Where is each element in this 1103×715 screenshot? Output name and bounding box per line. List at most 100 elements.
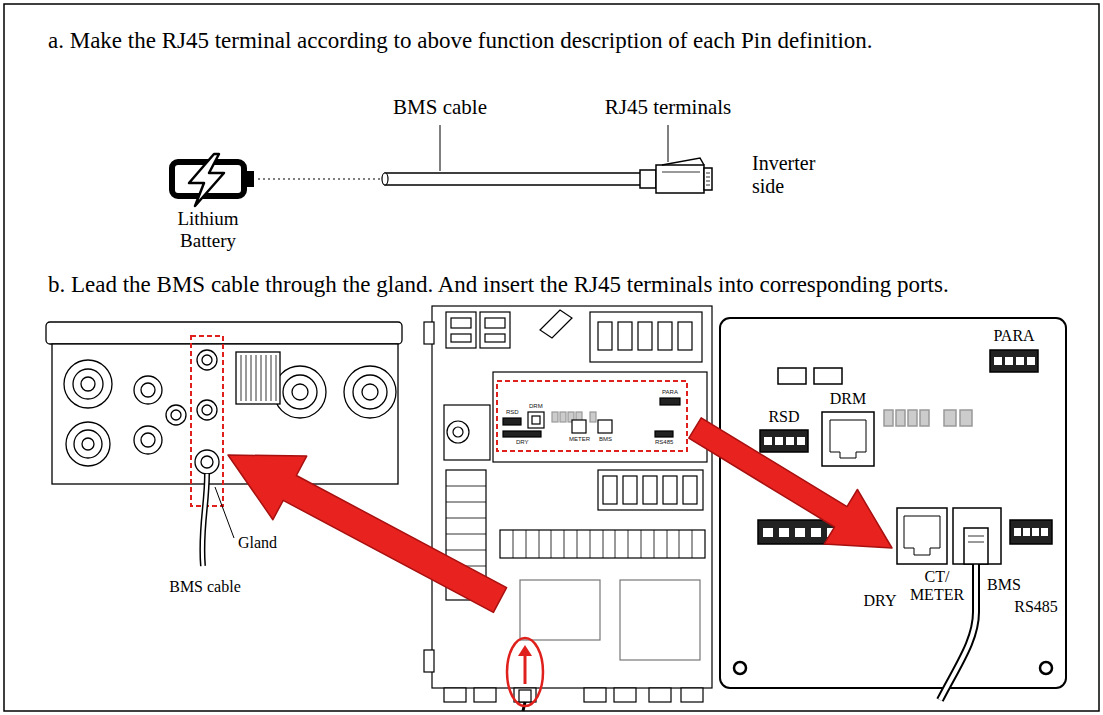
inverter-open-view <box>620 580 700 660</box>
board-panel <box>1010 520 1052 544</box>
board-panel <box>897 508 947 564</box>
port-label: DRM <box>528 403 544 410</box>
board-panel <box>884 410 893 426</box>
dotted-link <box>258 178 385 180</box>
inverter-open-view <box>590 312 702 362</box>
inverter-bottom-view <box>201 456 213 468</box>
board-panel <box>763 528 773 537</box>
board-panel <box>1040 662 1052 674</box>
inverter-bottom-view <box>236 352 280 404</box>
board-panel <box>764 437 772 445</box>
inverter-open-view <box>532 416 540 424</box>
pointer-arrow <box>689 418 892 548</box>
board-panel <box>1027 357 1035 365</box>
inverter-open-view <box>603 476 617 504</box>
bms-cable <box>968 536 984 537</box>
inverter-open-view <box>584 688 606 702</box>
inverter-open-view <box>520 580 600 640</box>
inverter-open-view <box>598 470 703 510</box>
inverter-bottom-view <box>241 355 276 401</box>
page-frame <box>4 4 1099 711</box>
inverter-open-view <box>660 398 680 405</box>
bms-cable <box>964 528 988 564</box>
inverter-bottom-view <box>134 426 162 454</box>
board-panel <box>953 508 1001 564</box>
pointer-arrow <box>228 455 507 612</box>
inverter-open-view <box>663 476 677 504</box>
rj45-plug <box>704 168 712 190</box>
inverter-open-view <box>503 418 521 425</box>
inverter-open-view <box>643 476 657 504</box>
inverter-bottom-view <box>292 384 308 400</box>
inverter-open-view <box>540 310 572 338</box>
port-label: RSD <box>768 408 799 426</box>
board-panel <box>778 368 806 384</box>
bms-cable-entry <box>507 638 543 706</box>
board-panel <box>1014 528 1021 536</box>
bms-cable-entry <box>507 638 543 711</box>
bms-cable <box>202 474 207 566</box>
inverter-open-view <box>451 318 471 328</box>
board-panel <box>944 410 956 426</box>
inverter-open-view <box>513 530 692 558</box>
port-label: RSD <box>505 409 520 416</box>
inverter-bottom-view <box>141 433 155 447</box>
inverter-open-view <box>649 688 671 702</box>
inverter-bottom-view <box>283 375 317 409</box>
part-label: Gland <box>238 534 277 552</box>
inverter-open-view <box>500 530 705 558</box>
inverter-bottom-view <box>82 438 94 450</box>
rj45-plug <box>706 185 710 186</box>
side-label: Inverter side <box>752 152 837 198</box>
inverter-open-view <box>474 688 496 702</box>
part-label: BMS cable <box>393 95 487 119</box>
inverter-bottom-view <box>52 344 398 484</box>
board-panel <box>720 318 1066 688</box>
board-panel <box>896 410 905 426</box>
board-panel <box>811 528 821 537</box>
inverter-open-view <box>598 420 612 433</box>
inverter-bottom-view <box>74 430 102 458</box>
inverter-open-view <box>655 431 673 437</box>
inverter-open-view <box>485 318 505 328</box>
board-panel <box>814 368 842 384</box>
inverter-open-view <box>572 420 586 433</box>
port-label: PARA <box>661 389 679 396</box>
bms-cable <box>385 173 641 185</box>
port-label: DRM <box>830 390 866 408</box>
board-panel <box>779 528 789 537</box>
inverter-open-view <box>614 688 636 702</box>
board-panel <box>1005 357 1013 365</box>
rj45-plug <box>640 158 712 193</box>
leader-line <box>215 487 234 538</box>
rj45-plug <box>662 172 700 173</box>
battery-icon <box>246 171 254 187</box>
inverter-open-view <box>453 427 463 437</box>
rj45-plug <box>640 170 656 188</box>
inverter-open-view <box>503 431 541 437</box>
inverter-open-view <box>683 476 697 504</box>
board-panel <box>797 437 805 445</box>
port-label: RS485 <box>1014 598 1058 616</box>
board-panel <box>904 516 940 555</box>
inverter-open-view <box>552 412 558 422</box>
board-panel <box>734 662 746 674</box>
inverter-open-view <box>560 412 566 422</box>
board-panel <box>830 420 866 458</box>
inverter-open-view <box>424 306 712 702</box>
board-panel <box>960 410 972 426</box>
inverter-bottom-view <box>66 422 110 466</box>
inverter-open-view <box>493 372 707 462</box>
leader-line <box>668 125 669 162</box>
part-label: BMS cable <box>169 578 241 596</box>
inverter-bottom-view <box>274 366 326 418</box>
inverter-open-view <box>485 334 505 342</box>
bms-cable-entry <box>518 645 532 656</box>
port-label: BMS <box>598 436 613 443</box>
bms-cable <box>968 542 984 543</box>
battery-label: Lithium Battery <box>163 208 253 252</box>
leader-line <box>440 125 441 171</box>
rj45-plug <box>656 165 704 193</box>
inverter-open-view <box>681 688 703 702</box>
